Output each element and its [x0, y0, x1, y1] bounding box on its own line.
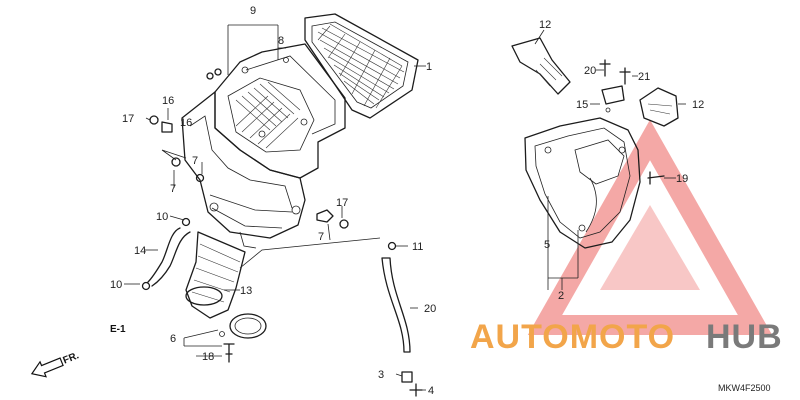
watermark-logo — [527, 119, 773, 335]
grommet-7-b — [195, 173, 205, 183]
diagram-code: MKW4F2500 — [718, 383, 771, 393]
housing-fasteners — [149, 68, 349, 229]
callout-labels: 9 8 1 12 12 20 21 15 19 5 2 17 16 16 7 7… — [110, 5, 704, 397]
watermark-word-a: AUTOMOTO — [470, 318, 675, 356]
air-cleaner-housing — [181, 91, 306, 249]
screw-18 — [223, 343, 235, 363]
callout-21: 20 — [424, 303, 436, 315]
callout-5: 5 — [544, 239, 550, 251]
callout-15: 15 — [576, 99, 588, 111]
collar-16-right — [316, 209, 334, 223]
grommet-7-top-b — [214, 68, 222, 76]
callout-11: 4 — [428, 385, 434, 397]
callout-17-right: 17 — [336, 197, 348, 209]
callout-6: 9 — [250, 5, 256, 17]
callout-10-top: 10 — [156, 211, 168, 223]
watermark-word-b: HUB — [706, 318, 783, 356]
grommet-7-top-a — [206, 72, 214, 80]
callout-16-right: 7 — [318, 231, 324, 243]
callout-4: 12 — [692, 99, 704, 111]
bolt-17-right — [339, 219, 349, 229]
callout-12-top: 11 — [412, 241, 423, 253]
breather-tube — [381, 241, 423, 397]
callout-16-left: 16 — [162, 95, 174, 107]
section-ref-e1: E-1 — [110, 324, 126, 335]
callout-9: 6 — [170, 333, 176, 345]
callout-7-b: 7 — [170, 183, 176, 195]
bolt-19 — [647, 171, 665, 185]
front-marker-label: FR. — [62, 350, 81, 366]
callout-10-bottom: 10 — [110, 279, 122, 291]
clip-12-top — [387, 241, 397, 251]
clip-10-bottom — [141, 281, 151, 291]
callout-16-sub: 16 — [180, 117, 192, 129]
connecting-tube — [185, 231, 246, 319]
callout-8: 8 — [278, 35, 284, 47]
clip-10-top — [181, 217, 191, 227]
callout-1: 1 — [426, 61, 432, 73]
callout-20-left: 20 — [584, 65, 596, 77]
clip-12-bottom — [401, 371, 413, 383]
air-cleaner-cover — [214, 43, 346, 179]
callout-20-right: 21 — [638, 71, 650, 83]
collar-16-left — [161, 121, 173, 133]
watermark-text: AUTOMOTO HUB — [470, 318, 783, 356]
callout-12-bottom: 3 — [378, 369, 384, 381]
callout-7-a: 7 — [192, 155, 198, 167]
bolt-20-left — [599, 59, 611, 77]
callout-2: 2 — [558, 290, 564, 302]
callout-18: 18 — [202, 351, 214, 363]
duct-4 — [639, 87, 679, 127]
grommet-7-a — [171, 157, 181, 167]
bolt-20-right — [619, 67, 631, 85]
drain-tube-left — [141, 217, 191, 291]
band-clamp — [219, 313, 267, 363]
air-filter-element — [304, 13, 419, 119]
callout-19: 19 — [676, 173, 688, 185]
callout-13: 13 — [240, 285, 252, 297]
callout-3: 12 — [539, 19, 551, 31]
callout-17-left: 17 — [122, 113, 134, 125]
bolt-17-left — [149, 115, 159, 125]
air-funnel — [511, 37, 571, 95]
upper-right-parts — [599, 59, 679, 127]
callout-14: 14 — [134, 245, 146, 257]
leader-lines — [124, 24, 686, 391]
sensor-15 — [601, 85, 625, 105]
air-box-housing-right — [524, 117, 665, 249]
front-marker: FR. — [30, 350, 81, 378]
